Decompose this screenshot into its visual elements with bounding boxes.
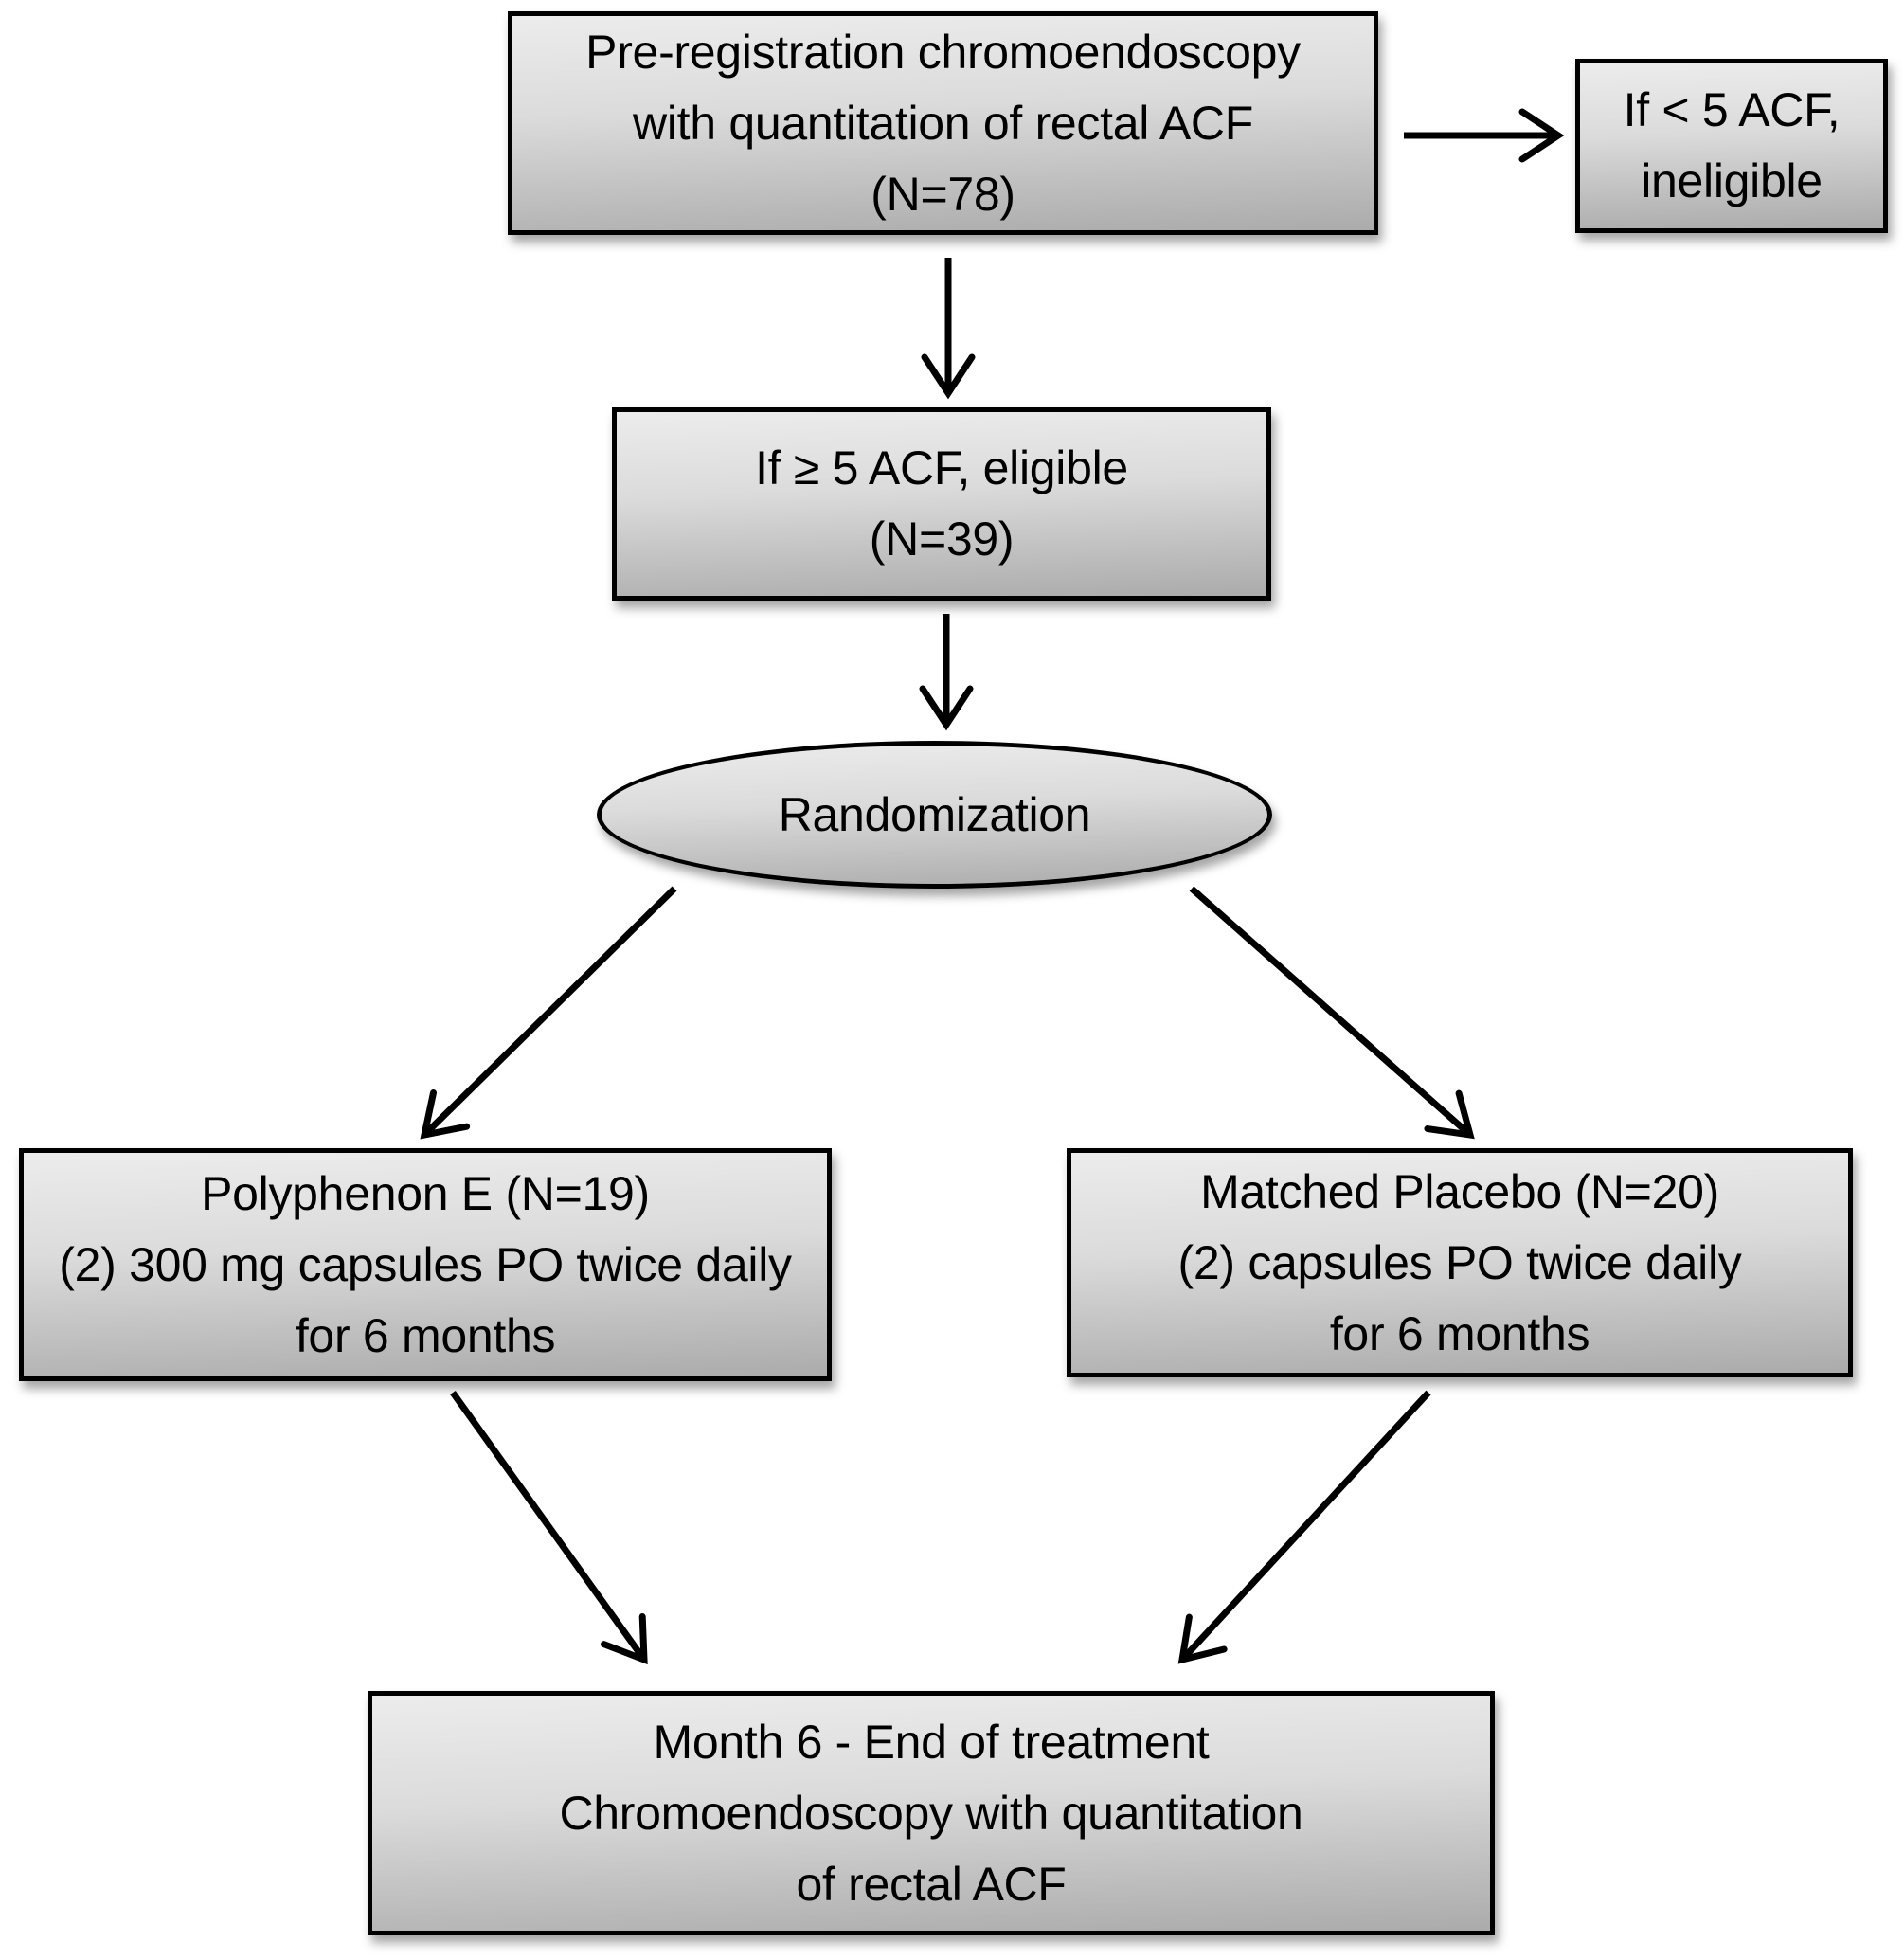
node-polyphenon: Polyphenon E (N=19) (2) 300 mg capsules … — [19, 1148, 832, 1381]
node-eligible-line: If ≥ 5 ACF, eligible — [755, 441, 1128, 494]
node-placebo: Matched Placebo (N=20) (2) capsules PO t… — [1067, 1148, 1853, 1377]
arrow-polyphenon-to-end — [450, 1390, 648, 1665]
arrow-randomization-to-placebo — [1189, 886, 1475, 1140]
arrow-placebo-to-end — [1177, 1390, 1431, 1664]
node-polyphenon-line: for 6 months — [295, 1308, 556, 1362]
node-preregistration-line: Pre-registration chromoendoscopy — [585, 25, 1301, 79]
node-placebo-line: Matched Placebo (N=20) — [1200, 1164, 1719, 1218]
node-end-of-treatment-line: of rectal ACF — [796, 1857, 1067, 1911]
node-eligible: If ≥ 5 ACF, eligible (N=39) — [612, 407, 1271, 601]
node-end-of-treatment-line: Chromoendoscopy with quantitation — [559, 1786, 1303, 1840]
arrow-randomization-to-polyphenon — [420, 886, 677, 1140]
node-end-of-treatment-line: Month 6 - End of treatment — [653, 1715, 1210, 1769]
node-preregistration-line: (N=78) — [871, 167, 1015, 221]
node-ineligible: If < 5 ACF, ineligible — [1575, 59, 1888, 233]
node-randomization-label: Randomization — [778, 787, 1091, 841]
node-preregistration: Pre-registration chromoendoscopy with qu… — [508, 11, 1378, 235]
node-end-of-treatment: Month 6 - End of treatment Chromoendosco… — [368, 1691, 1495, 1935]
node-placebo-line: (2) capsules PO twice daily — [1177, 1235, 1742, 1289]
node-eligible-line: (N=39) — [869, 512, 1015, 566]
node-placebo-line: for 6 months — [1329, 1306, 1590, 1360]
node-preregistration-line: with quantitation of rectal ACF — [633, 96, 1253, 150]
node-polyphenon-line: Polyphenon E (N=19) — [201, 1166, 650, 1220]
node-ineligible-line: ineligible — [1641, 154, 1823, 207]
node-ineligible-line: If < 5 ACF, — [1623, 83, 1841, 136]
node-polyphenon-line: (2) 300 mg capsules PO twice daily — [59, 1237, 792, 1291]
node-randomization: Randomization — [597, 741, 1272, 889]
